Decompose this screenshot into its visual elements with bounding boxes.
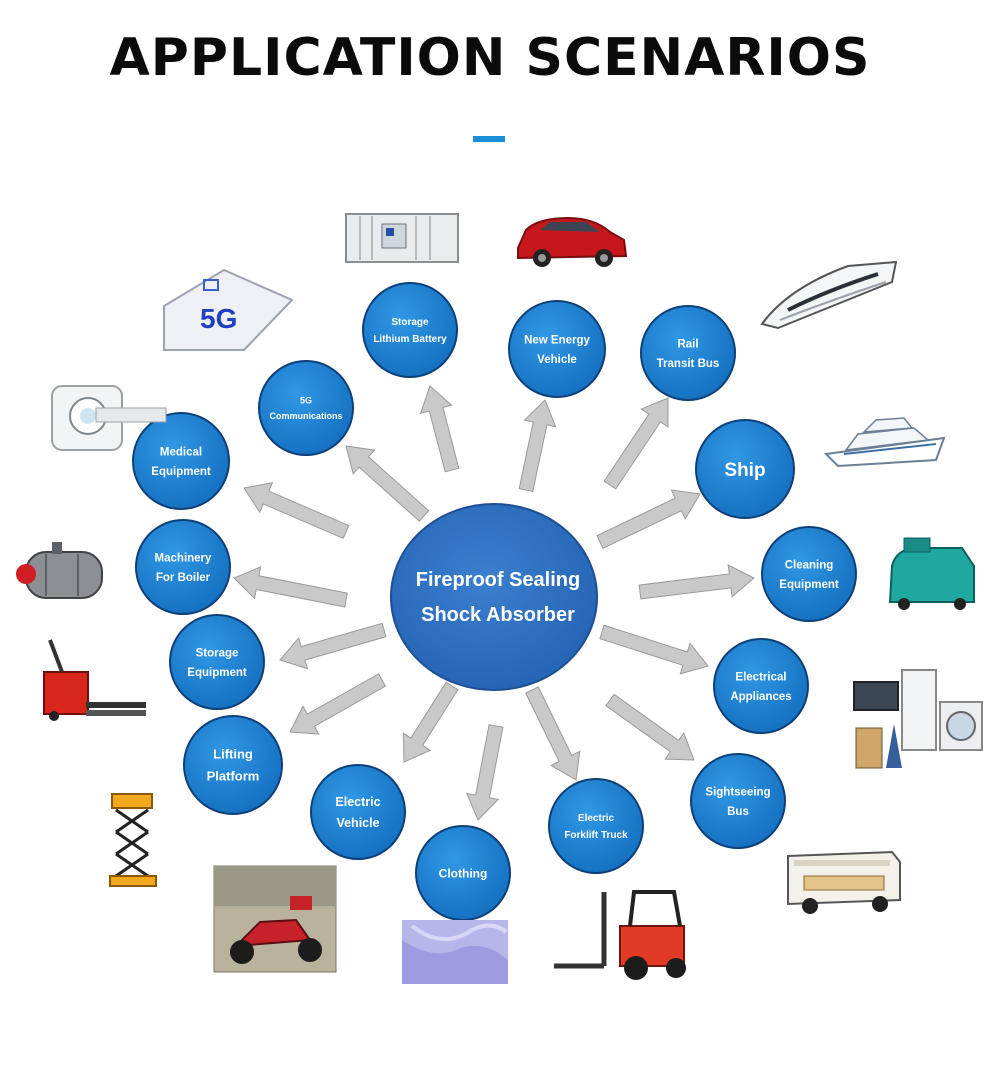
node-label-line-1: Lifting bbox=[213, 747, 253, 762]
5g-chip-icon: 5G bbox=[163, 268, 294, 351]
hub-label-line-2: Shock Absorber bbox=[421, 604, 575, 626]
hub-label-line-1: Fireproof Sealing bbox=[416, 569, 580, 591]
node-label-line-1: Machinery bbox=[155, 552, 212, 564]
node-label-line-1: Clothing bbox=[439, 866, 488, 880]
node-circle bbox=[510, 302, 604, 396]
node-circle bbox=[134, 414, 228, 508]
node-label-line-2: Equipment bbox=[187, 667, 247, 679]
node-label-line-2: Forklift Truck bbox=[564, 830, 628, 841]
node-ship: Ship bbox=[695, 419, 795, 519]
node-label-line-2: Communications bbox=[269, 411, 342, 421]
node-label-line-2: Lithium Battery bbox=[373, 334, 447, 345]
node-circle bbox=[171, 616, 263, 708]
node-label-line-1: Storage bbox=[196, 647, 239, 659]
node-label-line-1: Electric bbox=[578, 813, 615, 824]
node-label-line-2: Equipment bbox=[779, 579, 839, 591]
hub-node: Fireproof Sealing Shock Absorber bbox=[390, 503, 598, 691]
arrow-to-rail-transit-bus bbox=[603, 397, 669, 490]
floor-scrubber-icon bbox=[888, 537, 975, 610]
node-circle bbox=[692, 755, 784, 847]
node-label-line-1: Rail bbox=[677, 338, 698, 350]
arrow-to-lifting-platform bbox=[289, 673, 387, 735]
node-label-line-2: Appliances bbox=[730, 691, 791, 703]
container-icon bbox=[345, 213, 459, 263]
arrow-to-cleaning-equipment bbox=[638, 564, 755, 600]
node-label-line-2: Bus bbox=[727, 806, 749, 818]
node-circle bbox=[697, 421, 793, 517]
node-label-line-1: Electric bbox=[335, 795, 380, 809]
node-label-line-1: Sightseeing bbox=[705, 786, 770, 798]
arrow-to-electric-forklift-truck bbox=[525, 686, 581, 781]
arrow-to-sightseeing-bus bbox=[605, 693, 695, 761]
node-label-line-1: Cleaning bbox=[785, 559, 834, 571]
node-label-line-1: Electrical bbox=[735, 671, 786, 683]
arrows-layer bbox=[233, 385, 755, 821]
node-label-line-1: Medical bbox=[160, 446, 202, 458]
hub-circle bbox=[390, 503, 598, 691]
node-circle bbox=[550, 780, 642, 872]
node-label-line-2: Equipment bbox=[151, 466, 211, 478]
mri-scanner-icon bbox=[51, 385, 167, 451]
node-label-line-2: Vehicle bbox=[537, 354, 577, 366]
node-label-line-2: Vehicle bbox=[336, 816, 379, 830]
scissor-lift-icon bbox=[109, 793, 157, 887]
node-label-line-1: Ship bbox=[724, 460, 765, 481]
arrow-to-new-energy-vehicle bbox=[518, 399, 557, 492]
forklift-icon bbox=[554, 890, 686, 980]
node-circle bbox=[137, 521, 229, 613]
illustrations: 5G bbox=[16, 213, 983, 984]
5g-chip-label: 5G bbox=[200, 303, 237, 334]
arrow-to-storage-equipment bbox=[279, 622, 387, 670]
pallet-jack-icon bbox=[43, 639, 146, 721]
node-circle bbox=[715, 640, 807, 732]
e-scooter-icon bbox=[213, 865, 337, 973]
bullet-train-icon bbox=[760, 260, 898, 330]
arrow-to-storage-lithium-battery bbox=[419, 385, 460, 473]
home-appliances-icon bbox=[853, 669, 983, 769]
arrow-to-electrical-appliances bbox=[599, 624, 709, 675]
node-circle bbox=[642, 307, 734, 399]
sightseeing-cart-icon bbox=[787, 850, 901, 914]
title-underline-accent bbox=[473, 136, 505, 142]
node-label-line-2: For Boiler bbox=[156, 572, 211, 584]
arrow-to-5g-communications bbox=[345, 445, 430, 522]
arrow-to-ship bbox=[596, 489, 701, 549]
node-label-line-2: Platform bbox=[207, 769, 260, 784]
fabric-icon bbox=[402, 920, 508, 984]
node-circle bbox=[364, 284, 456, 376]
arrow-to-electric-vehicle bbox=[402, 681, 459, 763]
arrow-to-medical-equipment bbox=[243, 482, 350, 540]
node-circle bbox=[312, 766, 404, 858]
node-5g-communications: 5G Communications bbox=[258, 360, 354, 456]
node-label-line-1: 5G bbox=[300, 396, 312, 406]
arrow-to-clothing bbox=[465, 724, 504, 821]
node-circle bbox=[185, 717, 281, 813]
page-title: APPLICATION SCENARIOS bbox=[109, 28, 871, 88]
node-circle bbox=[260, 362, 352, 454]
node-label-line-1: Storage bbox=[391, 317, 429, 328]
suv-car-icon bbox=[517, 216, 628, 267]
node-label-line-1: New Energy bbox=[524, 334, 590, 346]
arrow-to-machinery-for-boiler bbox=[233, 566, 348, 608]
node-label-line-2: Transit Bus bbox=[657, 358, 720, 370]
boiler-icon bbox=[16, 542, 103, 599]
cruise-ship-icon bbox=[823, 417, 946, 468]
node-clothing: Clothing bbox=[415, 825, 511, 921]
node-circle bbox=[417, 827, 509, 919]
node-circle bbox=[763, 528, 855, 620]
